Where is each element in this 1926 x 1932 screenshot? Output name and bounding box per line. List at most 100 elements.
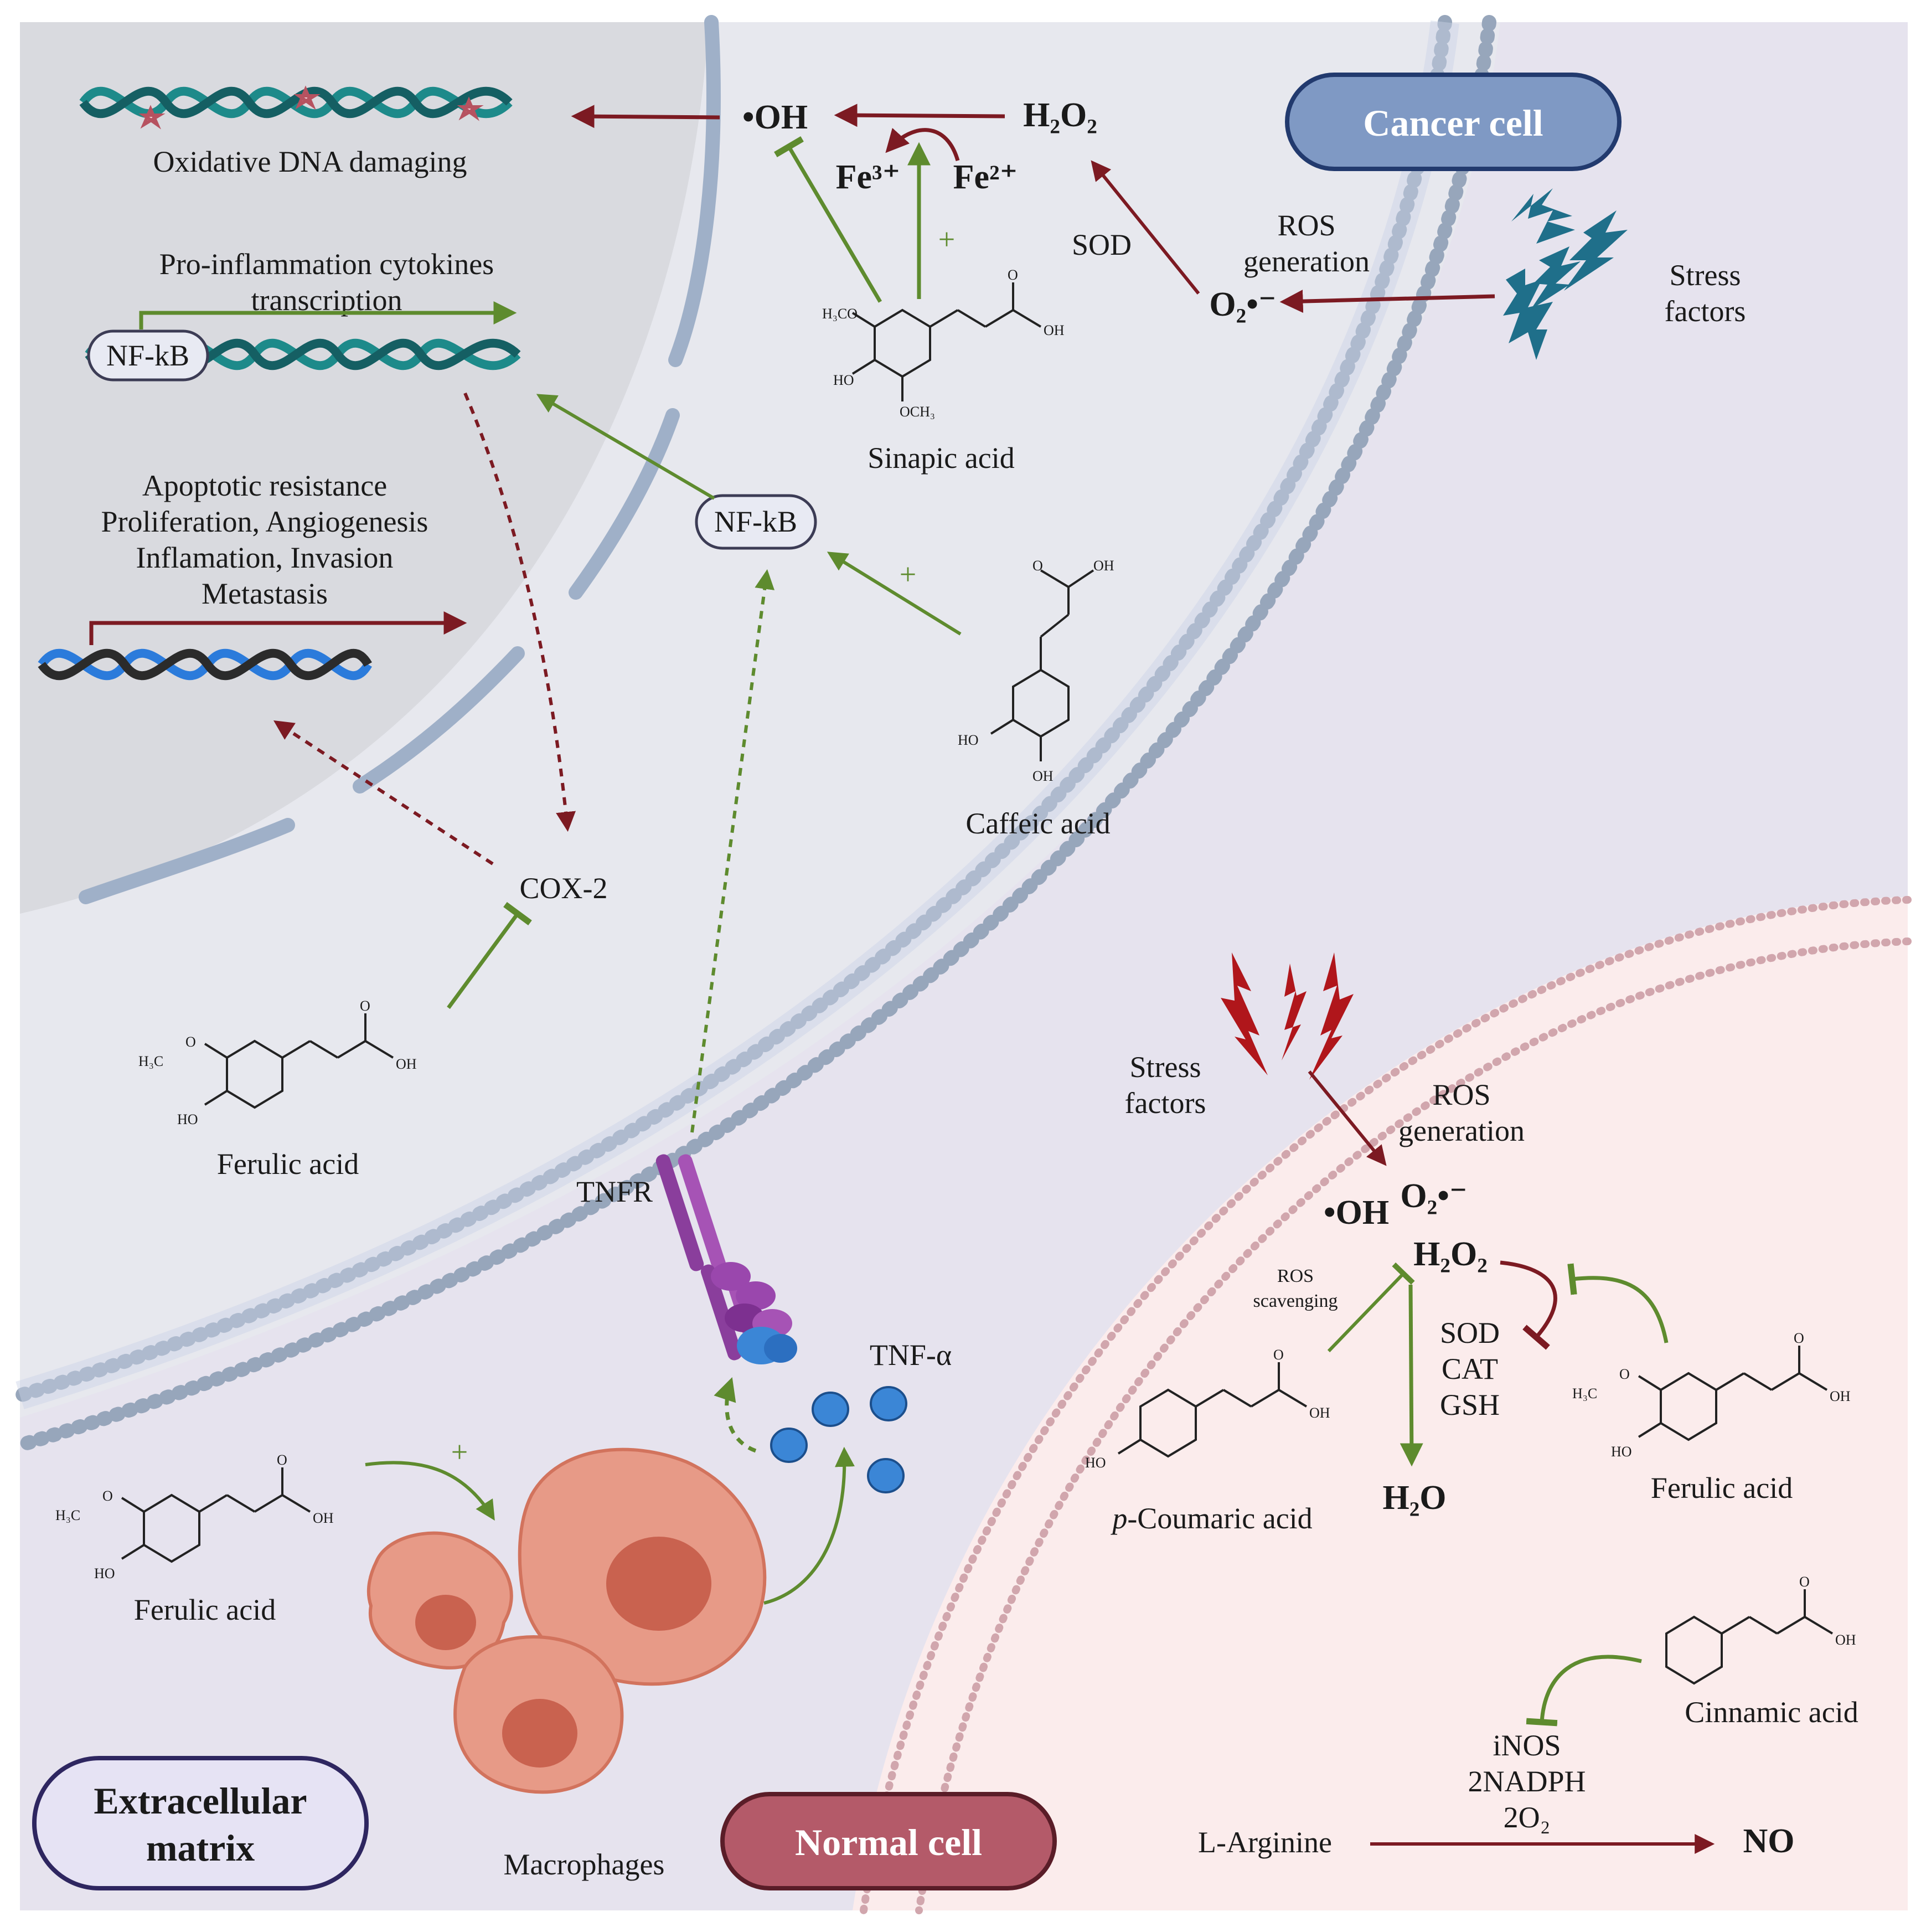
ros-generation-normal-2: generation	[1398, 1114, 1525, 1147]
plus-macrophage: +	[451, 1435, 468, 1469]
sinapic-ho: HO	[833, 372, 854, 388]
ferulic-cancer-o-top: O	[360, 998, 370, 1014]
stress-factors-cancer-1: Stress	[1669, 259, 1741, 292]
ferulic-ecm-o-top: O	[277, 1452, 287, 1468]
apoptotic-label-1: Apoptotic resistance	[142, 469, 387, 502]
normal-cell-badge: Normal cell	[720, 1792, 1057, 1890]
ros-scavenging-2: scavenging	[1253, 1291, 1338, 1311]
ferulic-acid-label-normal: Ferulic acid	[1651, 1471, 1793, 1505]
sod-label: SOD	[1072, 228, 1132, 261]
p-coumaric-acid-structure	[1117, 1362, 1308, 1458]
nadph-label: 2NADPH	[1468, 1765, 1586, 1798]
extracellular-matrix-badge: Extracellular matrix	[32, 1756, 369, 1890]
caffeic-oh: OH	[1093, 558, 1114, 574]
dna-proliferation	[38, 648, 372, 681]
cinnamic-inhibits-inos	[1526, 1655, 1642, 1727]
hydroxyl-radical-normal: •OH	[1324, 1194, 1389, 1232]
ros-generation-cancer-1: ROS	[1277, 209, 1335, 242]
ferulic-ecm-o: O	[102, 1488, 113, 1504]
fenton-curve-arrow	[885, 127, 960, 161]
svg-text:Extracellular: Extracellular	[94, 1780, 307, 1822]
superoxide-normal: O₂•⁻	[1400, 1177, 1467, 1215]
ferulic-acid-label-ecm: Ferulic acid	[134, 1593, 276, 1626]
svg-text:NF-kB: NF-kB	[106, 339, 189, 372]
enzyme-cat: CAT	[1442, 1352, 1498, 1385]
sinapic-och3: OCH₃	[900, 404, 935, 420]
ros-scavenging-1: ROS	[1277, 1266, 1314, 1286]
lightning-cancer-icon	[1503, 188, 1628, 360]
plus-caffeic: +	[900, 558, 916, 591]
cancer-cell-nucleus	[20, 22, 709, 914]
water-label: H₂O	[1382, 1479, 1446, 1517]
tnfr-label: TNFR	[576, 1175, 653, 1208]
stress-factors-cancer-2: factors	[1665, 295, 1746, 328]
sinapic-acid-structure	[851, 282, 1042, 401]
ferulic-to-macrophage-arrow	[365, 1461, 495, 1521]
caffeic-acid-structure	[990, 569, 1094, 761]
caffeic-ho: HO	[958, 732, 979, 748]
sinapic-inhibits-oh	[774, 136, 882, 303]
cinnamic-acid-label: Cinnamic acid	[1685, 1696, 1858, 1729]
macrophages-icon	[366, 1447, 767, 1794]
ferulic-acid-structure-normal	[1638, 1346, 1828, 1441]
ferric-ion: Fe³⁺	[836, 158, 901, 196]
ferulic-ecm-oh: OH	[313, 1510, 334, 1526]
nfkb-to-dna-arrow	[536, 394, 715, 500]
caffeic-to-nfkb-arrow	[827, 552, 962, 636]
svg-text:matrix: matrix	[146, 1827, 255, 1869]
stress-factors-normal-2: factors	[1125, 1086, 1206, 1120]
nfkb-dna-badge: NF-kB	[87, 329, 209, 382]
ferulic-acid-structure-ecm	[121, 1467, 311, 1563]
enzyme-gsh: GSH	[1440, 1388, 1500, 1421]
svg-text:Cancer cell: Cancer cell	[1363, 102, 1543, 144]
svg-text:Normal cell: Normal cell	[795, 1821, 982, 1863]
sinapic-o: O	[1008, 267, 1018, 283]
ferulic-normal-o-top: O	[1794, 1330, 1804, 1346]
coumaric-ho: HO	[1085, 1455, 1106, 1471]
superoxide-cancer: O₂•⁻	[1209, 286, 1276, 323]
l-arginine-label: L-Arginine	[1198, 1826, 1332, 1859]
ferulic-inhibits-cox2	[447, 901, 532, 1009]
pro-inflammation-label-1: Pro-inflammation cytokines	[159, 248, 494, 281]
normal-cell-membrane	[860, 896, 1912, 1914]
inos-label: iNOS	[1493, 1729, 1561, 1762]
normal-cell-cytoplasm	[853, 897, 1908, 1910]
sinapic-h3co: H₃CO	[822, 306, 858, 322]
hydrogen-peroxide: H₂O₂	[1023, 96, 1097, 134]
ferulic-cancer-ho: HO	[177, 1111, 198, 1127]
macrophages-label: Macrophages	[504, 1848, 665, 1881]
apoptotic-label-4: Metastasis	[202, 577, 328, 610]
coumaric-scavenges-ros	[1327, 1262, 1415, 1353]
ferulic-ecm-h3c: H₃C	[55, 1507, 80, 1523]
superoxide-to-h2o2-arrow	[1091, 160, 1200, 295]
nuclear-envelope	[79, 15, 721, 904]
oxidative-dna-label: Oxidative DNA damaging	[153, 145, 467, 178]
ros-generation-normal-1: ROS	[1432, 1078, 1490, 1111]
plus-sinapic: +	[938, 223, 955, 256]
hydrogen-peroxide-normal: H₂O₂	[1413, 1235, 1488, 1273]
proliferation-arrow	[89, 611, 467, 645]
ferulic-cancer-oh: OH	[396, 1056, 417, 1072]
ferulic-acid-structure-cancer	[204, 1013, 394, 1109]
svg-text:NF-kB: NF-kB	[714, 505, 797, 538]
transcription-arrow	[139, 301, 517, 329]
ferulic-ecm-ho: HO	[94, 1565, 115, 1581]
coumaric-o: O	[1273, 1347, 1284, 1363]
stress-factors-normal-1: Stress	[1129, 1050, 1201, 1084]
lightning-normal-icon	[1221, 952, 1354, 1080]
oh-to-dna-arrow	[571, 105, 720, 128]
apoptotic-label-2: Proliferation, Angiogenesis	[101, 505, 428, 538]
ferrous-ion: Fe²⁺	[953, 158, 1018, 196]
nfkb-cytoplasm-badge: NF-kB	[695, 494, 817, 550]
ferulic-cancer-o: O	[185, 1034, 196, 1050]
o2-label: 2O₂	[1504, 1801, 1551, 1834]
sinapic-acid-label: Sinapic acid	[868, 441, 1014, 475]
apoptotic-label-3: Inflamation, Invasion	[136, 541, 394, 574]
nitric-oxide-label: NO	[1743, 1822, 1795, 1860]
ferulic-normal-o: O	[1619, 1366, 1630, 1382]
ferulic-inhibits-h2o2-curve	[1567, 1263, 1669, 1343]
cinnamic-acid-structure	[1665, 1589, 1834, 1685]
ferulic-normal-oh: OH	[1830, 1388, 1851, 1404]
caffeic-o: O	[1032, 558, 1043, 574]
h2o2-to-water-arrow	[1400, 1284, 1423, 1467]
